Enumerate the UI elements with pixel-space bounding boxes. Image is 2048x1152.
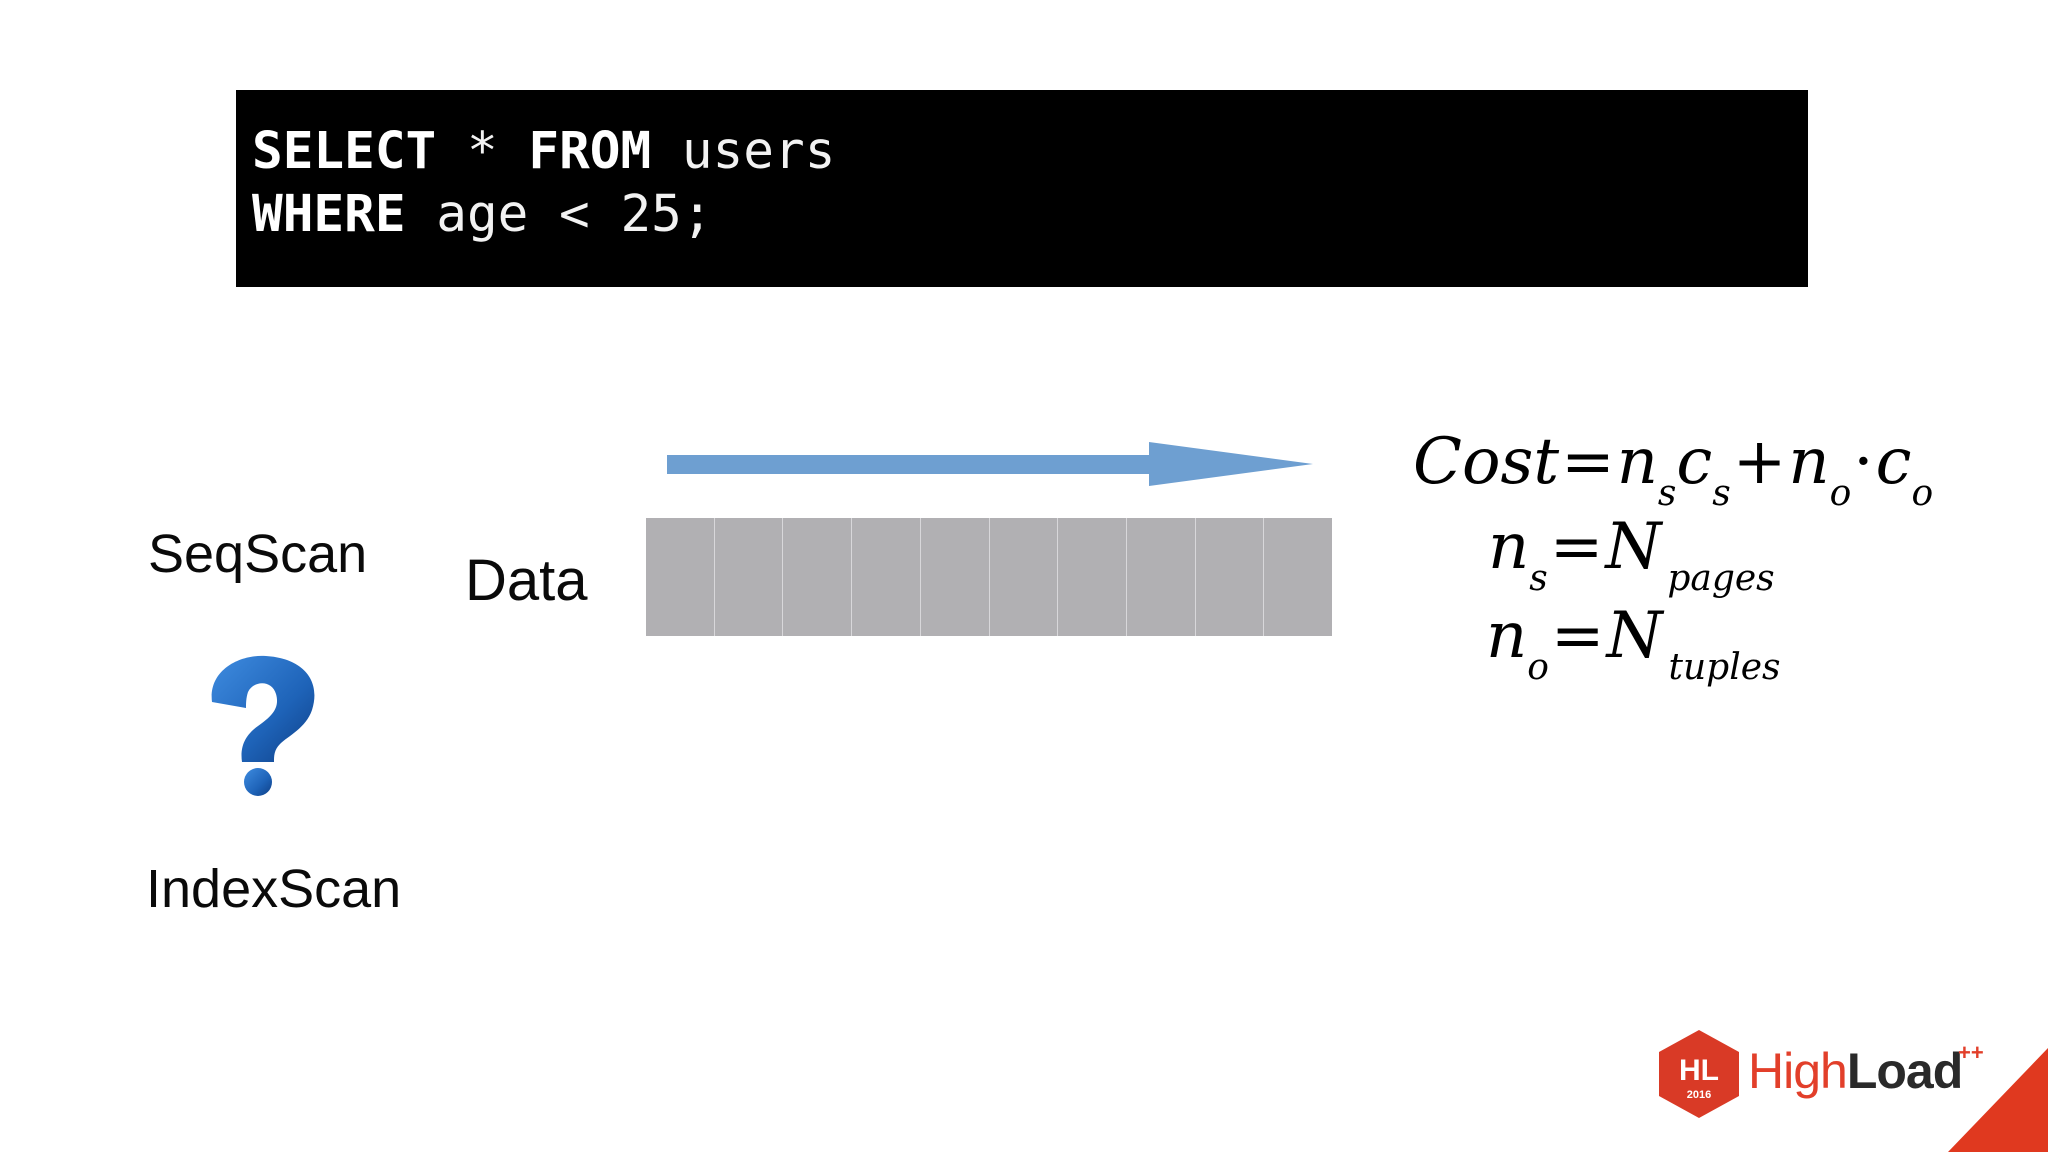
sql-table: users bbox=[651, 122, 836, 181]
logo-hl-text: HL bbox=[1679, 1054, 1719, 1087]
data-pages-strip bbox=[646, 518, 1333, 636]
data-page bbox=[852, 518, 921, 636]
sql-code-block: SELECT * FROM users WHERE age < 25; bbox=[236, 90, 1808, 287]
sql-star: * bbox=[436, 122, 529, 181]
data-label: Data bbox=[465, 548, 588, 613]
data-page bbox=[783, 518, 853, 636]
logo-load: Load bbox=[1846, 1043, 1963, 1099]
data-page bbox=[1126, 518, 1196, 636]
sub-o: o bbox=[1911, 473, 1934, 514]
sql-line-1: SELECT * FROM users bbox=[252, 120, 1792, 183]
sub-o: o bbox=[1829, 473, 1852, 514]
data-page bbox=[714, 518, 784, 636]
term-c: c bbox=[1676, 425, 1713, 499]
corner-triangle-decoration bbox=[1948, 1048, 2048, 1152]
sql-condition: age < 25; bbox=[405, 185, 713, 244]
sql-keyword-where: WHERE bbox=[252, 185, 406, 244]
sql-keyword-select: SELECT bbox=[252, 122, 437, 181]
logo-high: High bbox=[1748, 1043, 1848, 1099]
term-n: n bbox=[1616, 425, 1658, 499]
question-mark-icon bbox=[211, 655, 315, 796]
data-page bbox=[1058, 518, 1127, 636]
sub-pages: pages bbox=[1667, 558, 1775, 599]
data-page bbox=[1264, 518, 1333, 636]
sub-s: s bbox=[1712, 473, 1731, 514]
data-page bbox=[989, 518, 1059, 636]
term-n: n bbox=[1486, 599, 1528, 673]
data-page bbox=[1195, 518, 1265, 636]
term-N: N bbox=[1605, 510, 1662, 584]
right-arrow-icon bbox=[667, 442, 1313, 486]
sub-s: s bbox=[1529, 558, 1548, 599]
term-N: N bbox=[1606, 599, 1663, 673]
data-page bbox=[920, 518, 990, 636]
data-page bbox=[646, 518, 715, 636]
seqscan-label: SeqScan bbox=[148, 524, 368, 584]
term-n: n bbox=[1488, 510, 1530, 584]
logo-plus: ++ bbox=[1958, 1040, 1984, 1065]
sub-s: s bbox=[1657, 473, 1677, 514]
sub-tuples: tuples bbox=[1668, 647, 1781, 688]
sub-o: o bbox=[1527, 647, 1549, 688]
logo-year-text: 2016 bbox=[1687, 1089, 1711, 1101]
sql-keyword-from: FROM bbox=[528, 122, 652, 181]
cost-lhs: Cost bbox=[1413, 425, 1560, 499]
cost-formula: Cost=nscs+no·co bbox=[1413, 425, 1934, 514]
highload-hexagon-logo: HL 2016 bbox=[1659, 1030, 1739, 1118]
term-c: c bbox=[1875, 425, 1912, 499]
term-n: n bbox=[1788, 425, 1830, 499]
highload-wordmark: HighLoad bbox=[1748, 1042, 1963, 1100]
indexscan-label: IndexScan bbox=[146, 859, 402, 919]
sql-line-2: WHERE age < 25; bbox=[252, 183, 1792, 246]
